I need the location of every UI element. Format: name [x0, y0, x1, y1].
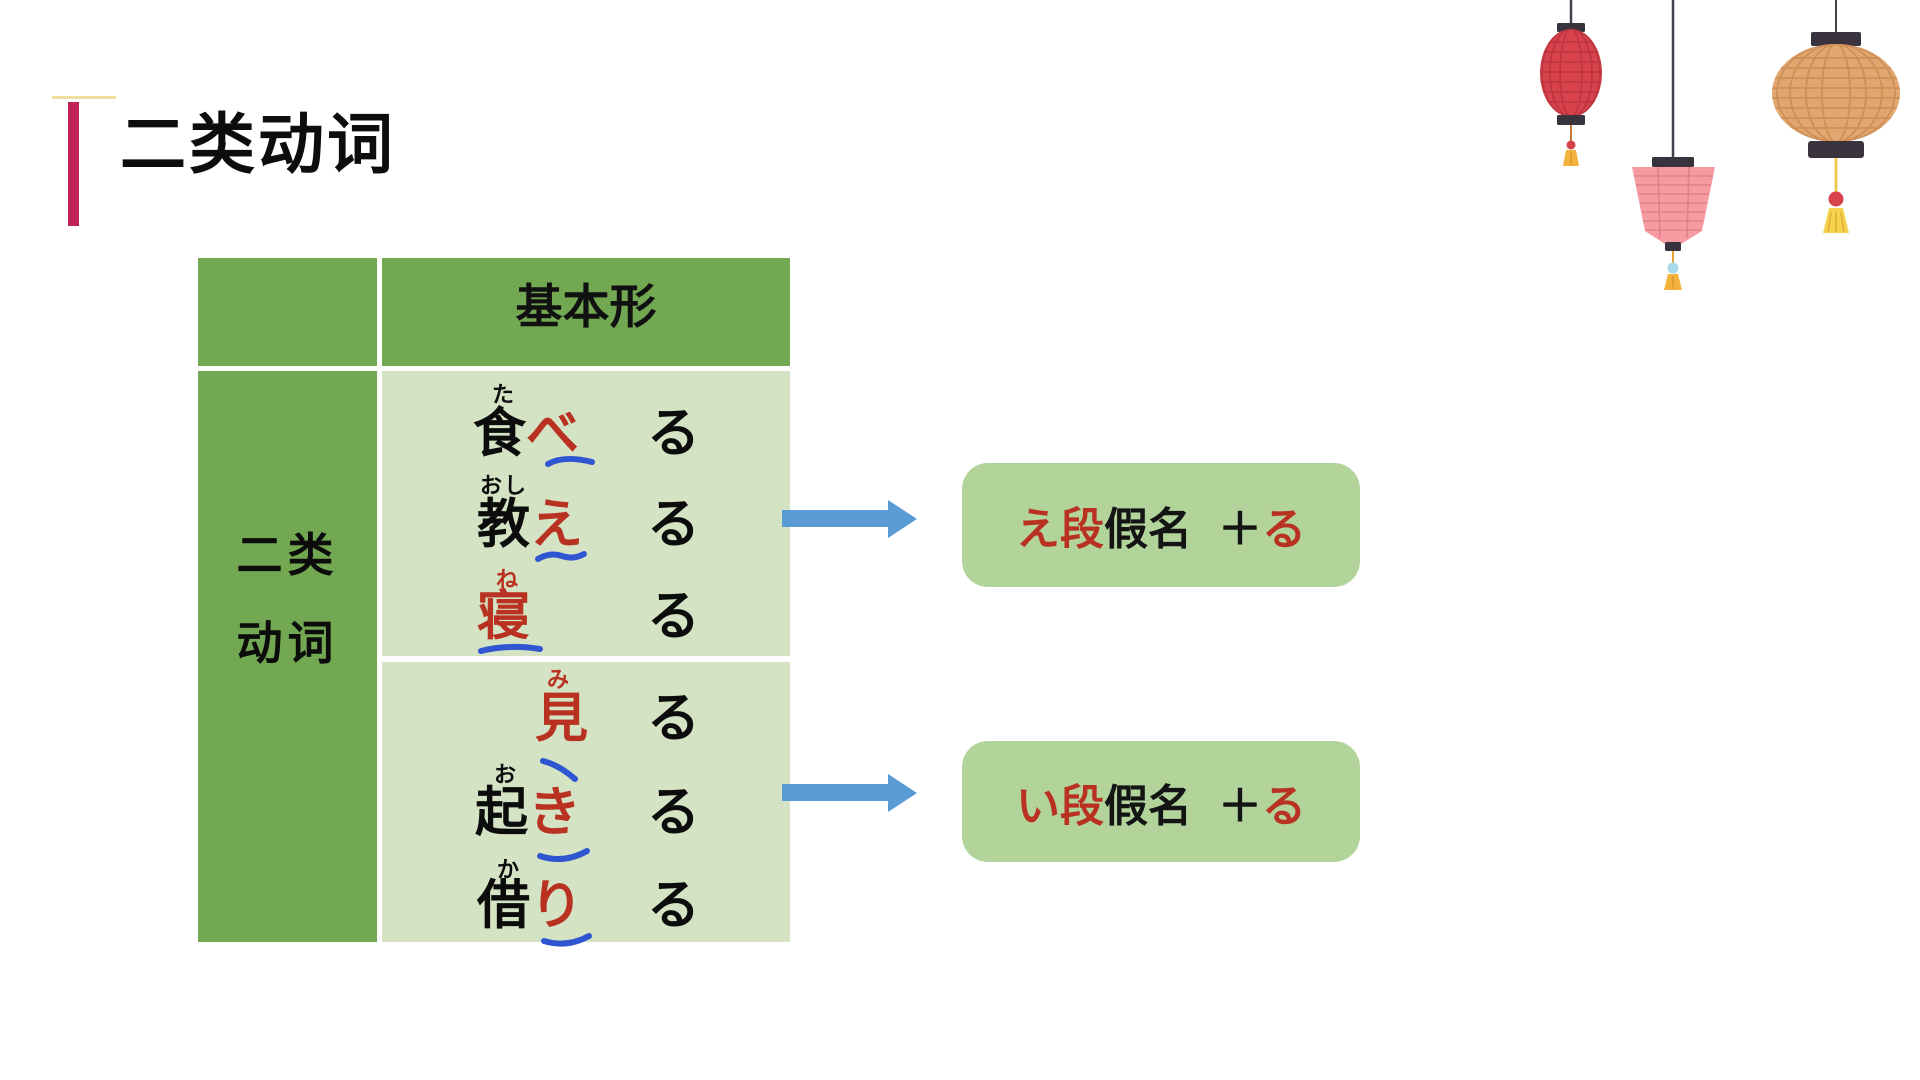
- table-rowlabel-cell: [198, 371, 377, 942]
- furigana: おし: [479, 473, 529, 498]
- arrow-right-icon: [782, 500, 917, 538]
- rule-box-i-dan: い段假名 ＋る: [962, 741, 1360, 862]
- verb-stem: 食: [473, 405, 526, 463]
- table-body-cell-e-dan: [382, 371, 790, 656]
- verb-stem: 借: [477, 877, 530, 935]
- table-row: 食べ: [473, 408, 579, 461]
- rule-dan: え段: [1016, 505, 1104, 554]
- rule-ru: る: [1262, 505, 1306, 554]
- lantern-decorations: [1540, 0, 1900, 290]
- table-header-cell: 基本形: [382, 258, 790, 366]
- furigana: お: [493, 762, 519, 787]
- table-row: 借り: [477, 880, 583, 933]
- orange-round-lantern-icon: [1772, 0, 1900, 233]
- verb-stem: 教: [477, 496, 530, 554]
- verb-suffix: る: [647, 690, 700, 748]
- rule-dan: い段: [1016, 781, 1104, 831]
- table-body-cell-i-dan: [382, 662, 790, 942]
- verb-ending: り: [530, 877, 583, 935]
- rowlabel-line1: 二类: [236, 530, 339, 581]
- verb-suffix: る: [647, 496, 700, 554]
- verb-suffix: る: [647, 588, 700, 646]
- pink-trapezoid-lantern-icon: [1632, 0, 1715, 290]
- rule-kana: 假名: [1104, 505, 1192, 554]
- rule-box-e-dan: え段假名 ＋る: [962, 463, 1360, 587]
- table-corner-cell: [198, 258, 377, 366]
- verb-ending: 見: [535, 690, 588, 748]
- rule-ru: る: [1262, 781, 1306, 831]
- verb-suffix: る: [647, 405, 700, 463]
- furigana: ね: [495, 567, 521, 592]
- verb-suffix: る: [647, 877, 700, 935]
- verb-ending: き: [528, 784, 581, 842]
- verb-suffix: る: [647, 784, 700, 842]
- rule-kana: 假名: [1104, 781, 1192, 831]
- verb-ending: 寝: [477, 588, 530, 646]
- table-row: 見: [535, 693, 588, 746]
- page-title: 二类动词: [120, 107, 396, 181]
- table-row: 起き: [475, 787, 581, 840]
- verb-table: 基本形 二类 动词 た おし ね み お か 食べ 教え 寝 見 起き 借り る…: [198, 258, 790, 947]
- red-oval-lantern-icon: [1540, 0, 1602, 166]
- furigana: た: [491, 382, 517, 407]
- table-row: 寝: [477, 591, 530, 644]
- table-row: 教え: [477, 499, 583, 552]
- rule-plus: ＋: [1218, 781, 1262, 831]
- arrow-right-icon: [782, 774, 917, 812]
- verb-ending: え: [530, 496, 583, 554]
- verb-ending: べ: [526, 405, 579, 463]
- rowlabel-line2: 动词: [236, 618, 339, 669]
- title-accent-tick: [52, 96, 116, 99]
- title-accent-bar: [68, 102, 79, 226]
- verb-stem: 起: [475, 784, 528, 842]
- furigana: か: [496, 857, 522, 882]
- rule-plus: ＋: [1218, 505, 1262, 554]
- furigana: み: [546, 667, 572, 692]
